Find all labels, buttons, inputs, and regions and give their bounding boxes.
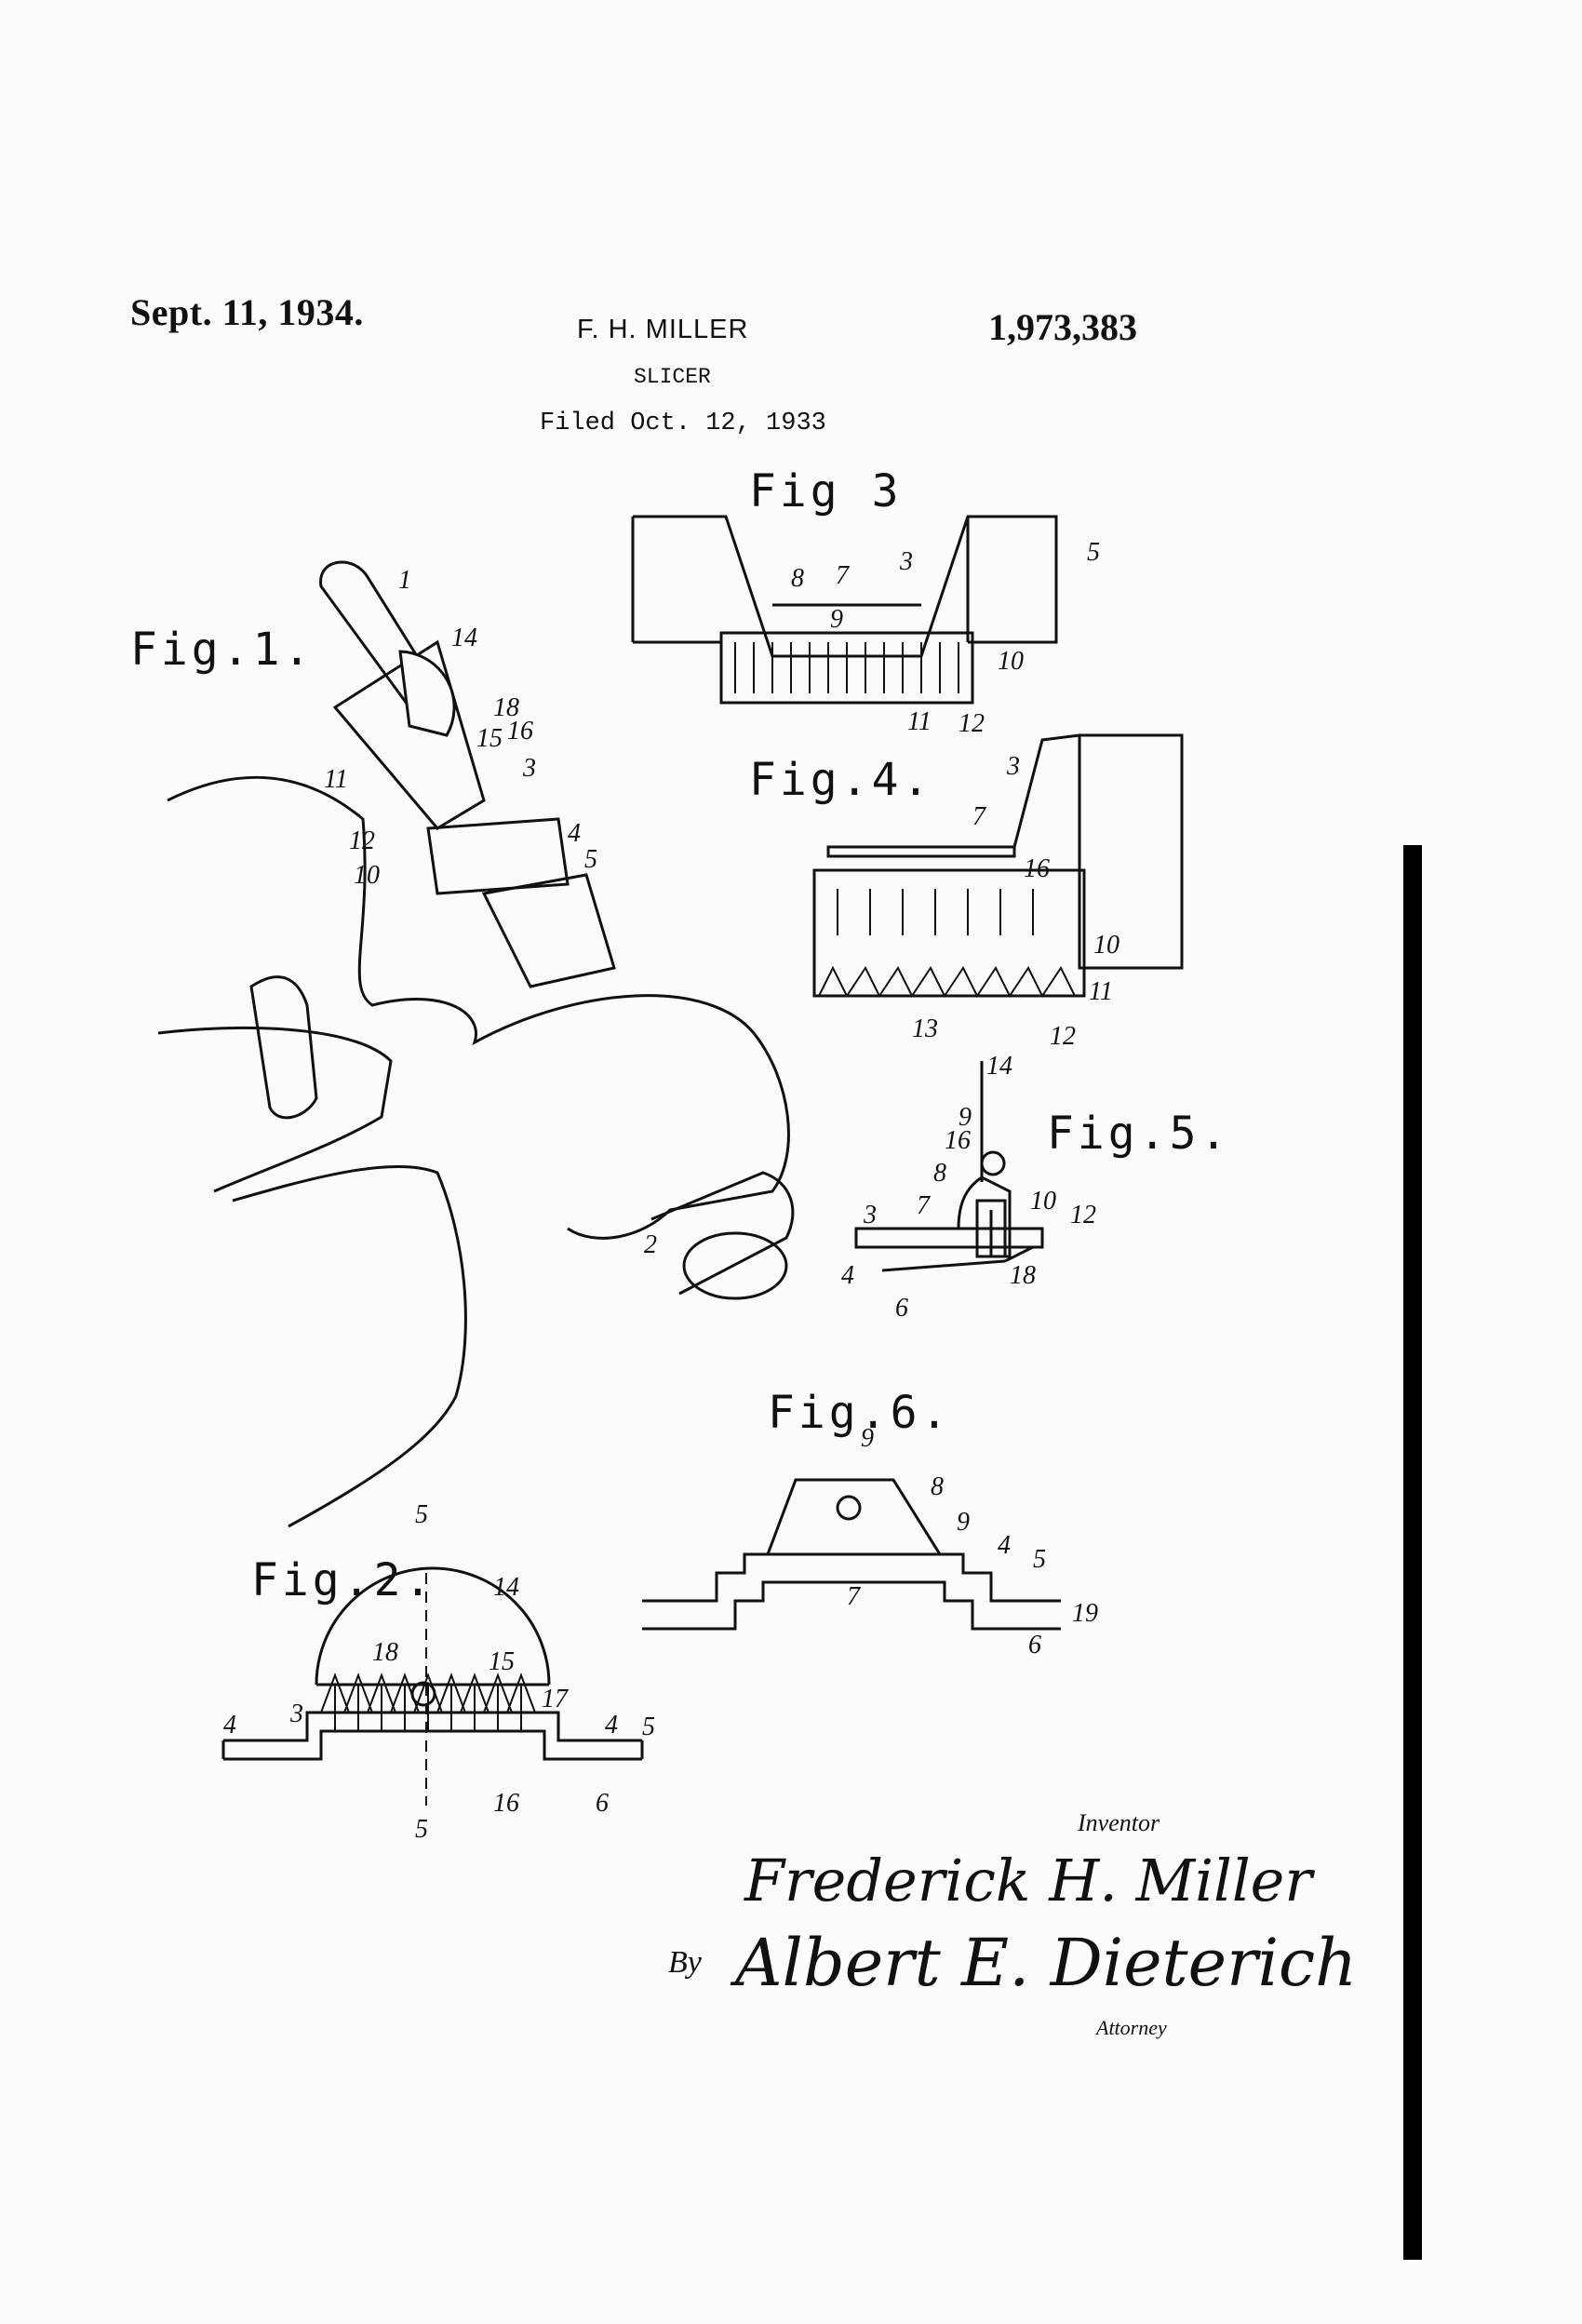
fig4-ref-13: 13 xyxy=(912,1014,938,1043)
fig3-ref-3: 3 xyxy=(900,547,913,576)
fig5-drawing xyxy=(854,1061,1044,1272)
fig5-ref-14: 14 xyxy=(986,1052,1012,1081)
fig1-ref-1: 1 xyxy=(398,566,411,595)
fig1-ref-2: 2 xyxy=(644,1230,657,1259)
fig4-label: Fig.4. xyxy=(749,754,933,806)
fig4-ref-11: 11 xyxy=(1089,977,1113,1006)
by-label: By xyxy=(668,1945,702,1980)
fig6-drawing xyxy=(642,1478,1061,1631)
fig4-ref-10: 10 xyxy=(1093,931,1119,960)
attorney-label: Attorney xyxy=(1096,2016,1167,2039)
fig1-ref-16: 16 xyxy=(507,717,533,746)
fig3-blades xyxy=(734,642,959,693)
fig1-ref-12: 12 xyxy=(349,826,375,855)
fig3-ref-8: 8 xyxy=(791,564,804,593)
fig2-label: Fig.2. xyxy=(251,1554,436,1606)
fig2-ref-15: 15 xyxy=(489,1647,515,1676)
fig1-ref-11: 11 xyxy=(324,765,348,794)
fig2-ref-4b: 4 xyxy=(605,1711,618,1740)
fig3-ref-10: 10 xyxy=(998,647,1024,676)
fig1-drawing xyxy=(157,560,795,1528)
fig2-ref-4a: 4 xyxy=(223,1711,236,1740)
fig2-drawing xyxy=(221,1566,644,1806)
fig6-ref-8: 8 xyxy=(931,1472,944,1501)
fig1-ref-5: 5 xyxy=(584,845,597,874)
fig3-ref-9: 9 xyxy=(830,605,843,634)
fig3-ref-7: 7 xyxy=(836,561,849,590)
fig5-ref-6: 6 xyxy=(895,1294,908,1323)
fig5-ref-8: 8 xyxy=(933,1159,946,1188)
fig6-ref-7: 7 xyxy=(847,1582,860,1611)
fig6-ref-19: 19 xyxy=(1072,1599,1098,1628)
fig6-ref-9a: 9 xyxy=(861,1424,874,1453)
fig4-drawing xyxy=(812,733,1184,998)
inventor-signature: Frederick H. Miller xyxy=(744,1847,1312,1914)
patent-date: Sept. 11, 1934. xyxy=(130,291,364,333)
fig1-ref-3: 3 xyxy=(523,754,536,783)
fig5-ref-9: 9 xyxy=(959,1103,972,1132)
fig5-ref-7: 7 xyxy=(917,1191,930,1220)
fig1-ref-10: 10 xyxy=(354,861,380,890)
scan-edge-bar xyxy=(1403,845,1422,2260)
fig6-ref-5: 5 xyxy=(1033,1545,1046,1574)
fig4-ref-12: 12 xyxy=(1050,1022,1076,1051)
inventor-label: Inventor xyxy=(1078,1809,1160,1836)
fig2-ref-17: 17 xyxy=(542,1685,568,1713)
patent-title: SLICER xyxy=(634,365,711,389)
fig2-ref-5-top: 5 xyxy=(415,1500,428,1529)
fig3-label: Fig 3 xyxy=(749,465,903,517)
fig5-ref-12: 12 xyxy=(1070,1201,1096,1229)
fig6-ref-4: 4 xyxy=(998,1531,1011,1560)
fig4-ref-3: 3 xyxy=(1007,752,1020,781)
fig5-label: Fig.5. xyxy=(1047,1108,1231,1160)
fig6-ref-6: 6 xyxy=(1028,1631,1041,1659)
fig5-ref-18: 16 xyxy=(945,1126,971,1155)
attorney-signature: Albert E. Dieterich xyxy=(735,1925,1358,2001)
inventor-name: F. H. MILLER xyxy=(577,315,749,344)
fig2-ref-3: 3 xyxy=(290,1699,303,1728)
fig1-ref-18: 18 xyxy=(493,693,519,722)
fig3-ref-5: 5 xyxy=(1087,538,1100,567)
patent-number: 1,973,383 xyxy=(988,306,1137,348)
fig5-ref-3: 3 xyxy=(864,1201,877,1229)
fig6-ref-9b: 9 xyxy=(957,1508,970,1537)
fig6-label: Fig.6. xyxy=(768,1387,952,1439)
fig3-ref-12: 12 xyxy=(959,709,985,738)
filed-date: Filed Oct. 12, 1933 xyxy=(540,410,826,437)
fig3-drawing xyxy=(631,515,1058,705)
fig2-ref-14: 14 xyxy=(493,1573,519,1602)
fig4-ref-7: 7 xyxy=(972,802,985,831)
fig2-ref-16: 16 xyxy=(493,1789,519,1818)
fig1-ref-4: 4 xyxy=(568,819,581,848)
fig2-ref-18: 18 xyxy=(372,1638,398,1667)
fig5-ref-4: 4 xyxy=(841,1261,854,1290)
fig2-ref-6: 6 xyxy=(596,1789,609,1818)
fig3-ref-11: 11 xyxy=(907,707,932,736)
fig1-ref-14: 14 xyxy=(451,624,477,652)
fig1-ref-15: 15 xyxy=(476,724,503,753)
fig2-ref-5-right: 5 xyxy=(642,1713,655,1741)
fig2-ref-5-bottom: 5 xyxy=(415,1815,428,1844)
fig5-ref-10: 10 xyxy=(1030,1187,1056,1216)
fig4-ref-16: 16 xyxy=(1024,854,1050,883)
fig1-label: Fig.1. xyxy=(130,624,315,676)
fig5-ref-16: 18 xyxy=(1010,1261,1036,1290)
